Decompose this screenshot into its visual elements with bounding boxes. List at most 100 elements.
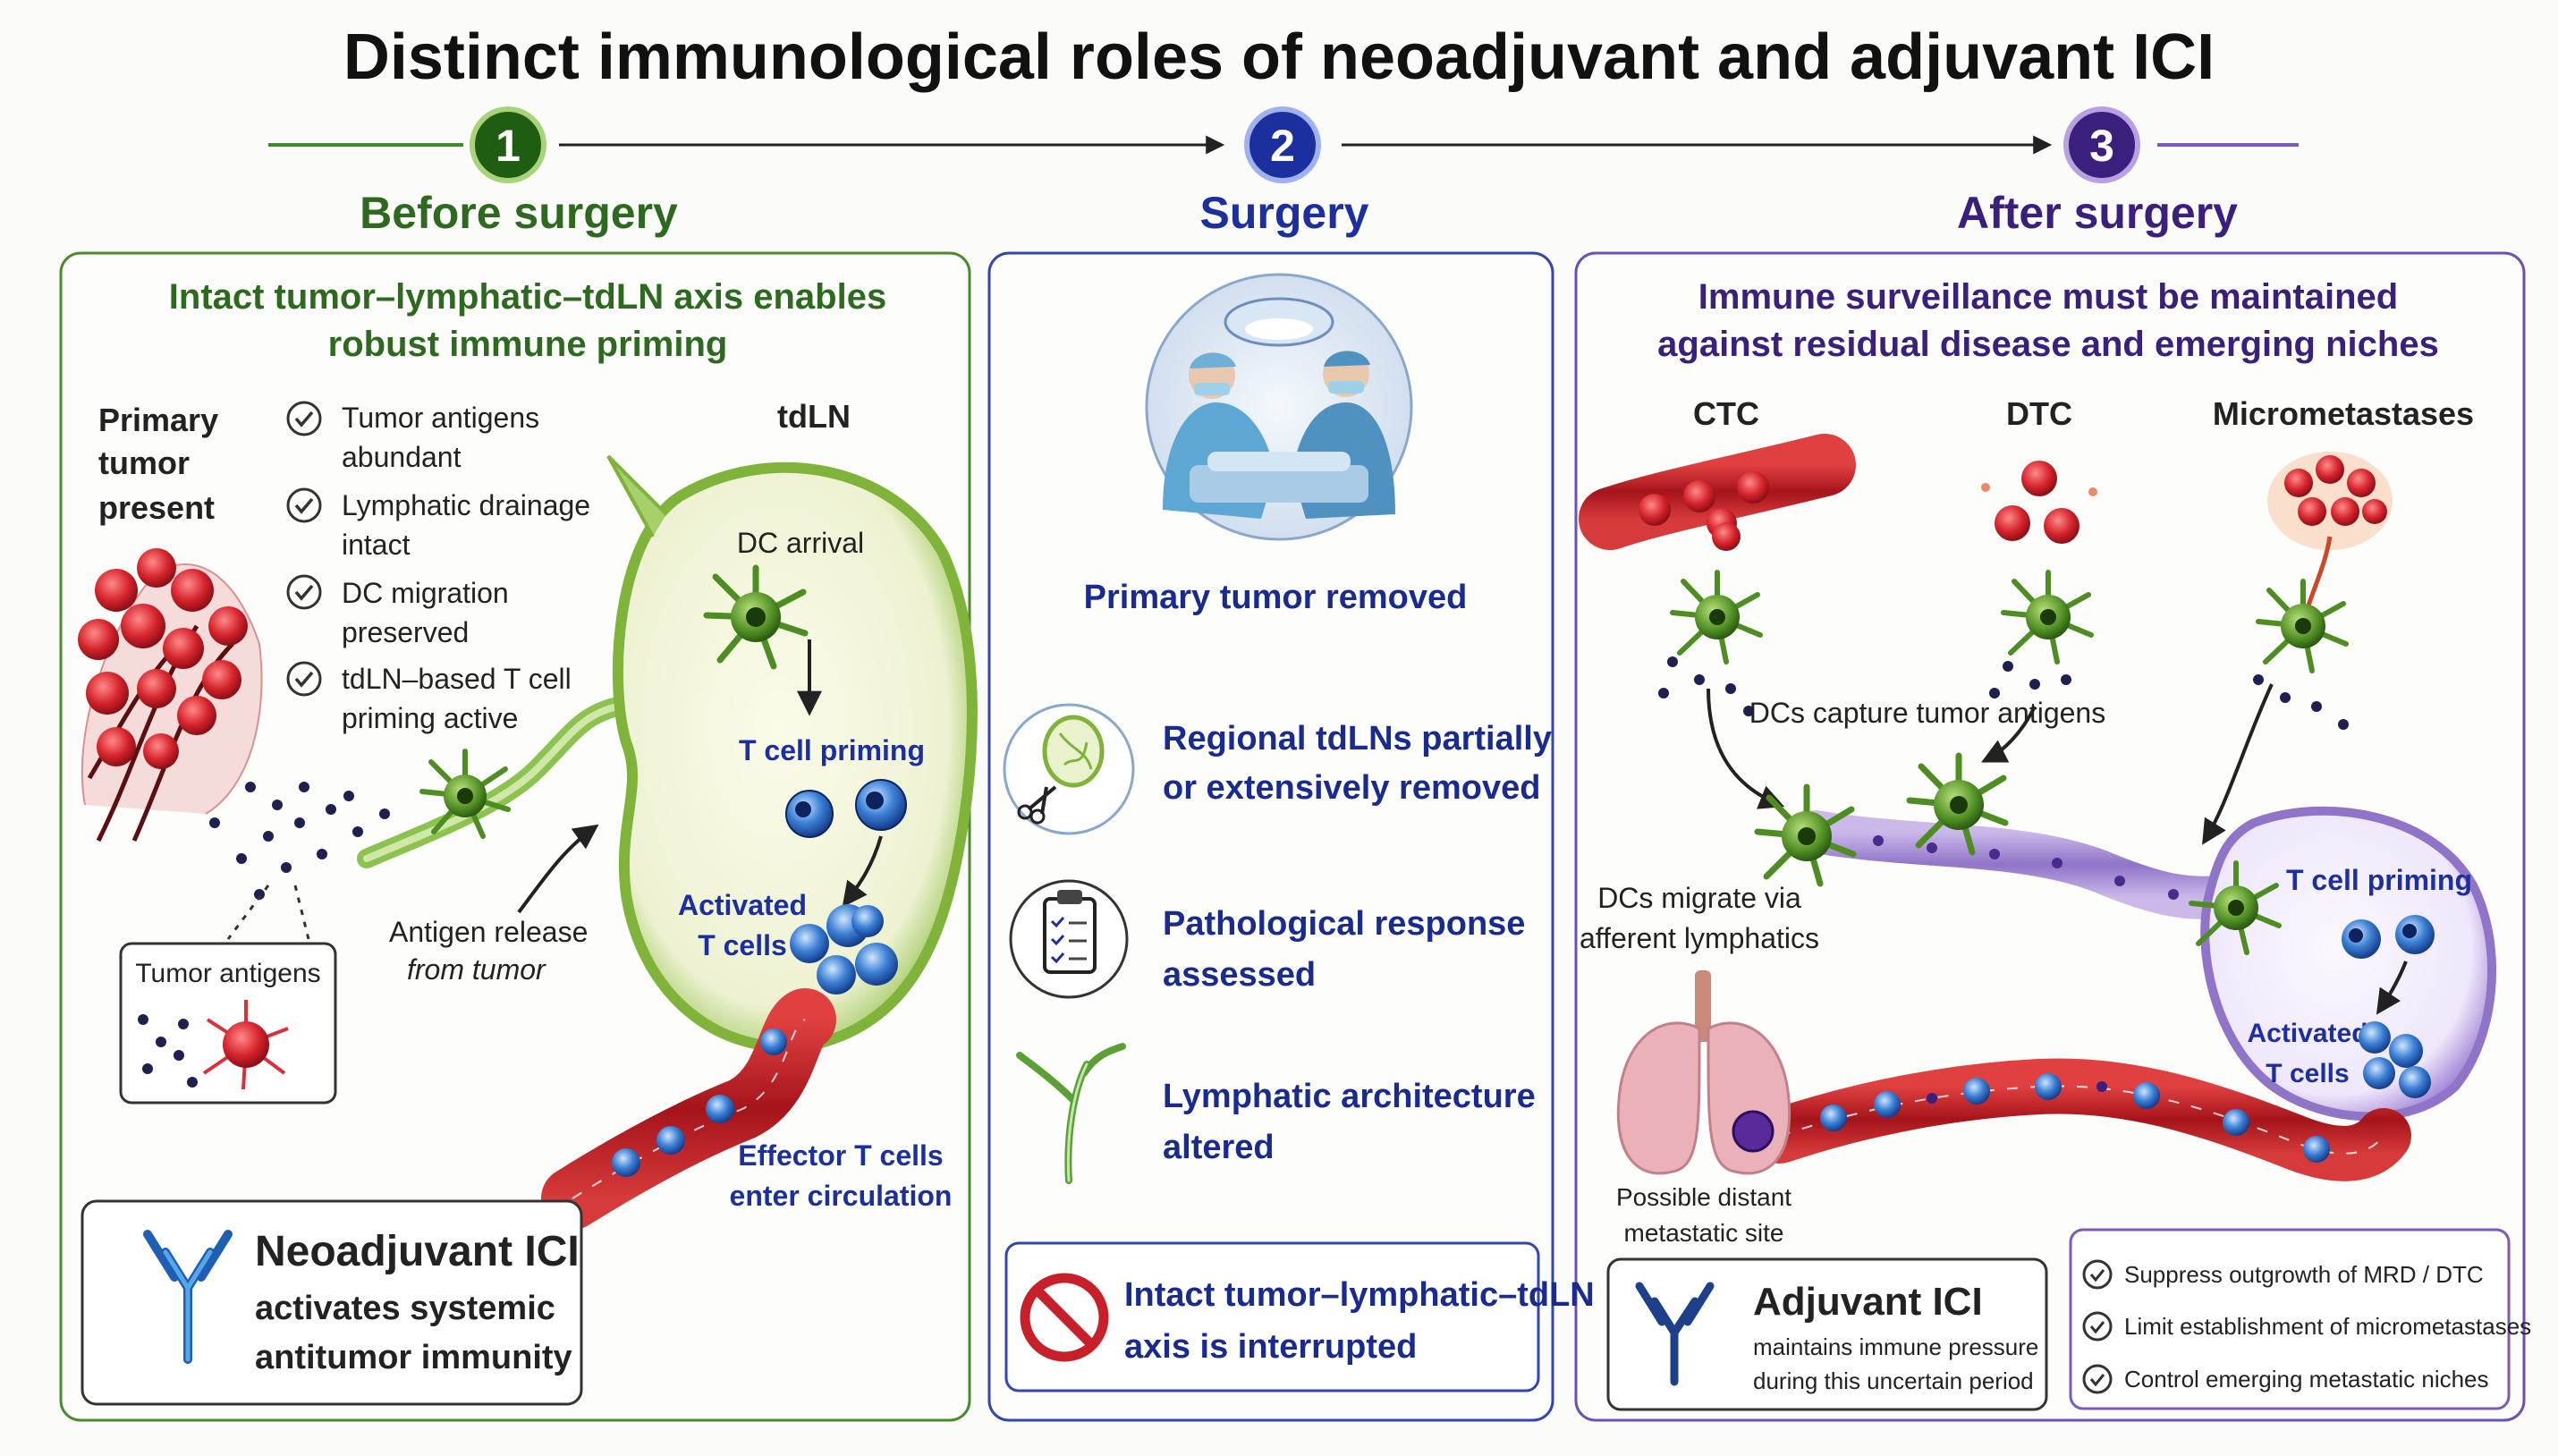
dendritic-cell-icon bbox=[1670, 570, 1763, 665]
check-icon bbox=[2082, 1311, 2113, 1342]
panel-3-heading-line1: Immune surveillance must be maintained bbox=[1698, 277, 2398, 317]
distant-site-label-2: metastatic site bbox=[1624, 1219, 1784, 1247]
surgery-item-3-line1: Lymphatic architecture bbox=[1163, 1078, 1536, 1115]
clipboard-icon bbox=[1043, 890, 1097, 974]
adjuvant-ici-desc-2: during this uncertain period bbox=[1753, 1367, 2034, 1394]
check-item-2-line1: Lymphatic drainage bbox=[342, 489, 590, 521]
step-timeline: 1 2 3 Before surgery Surgery After surge… bbox=[268, 106, 2299, 238]
activated-t-cell-cluster bbox=[790, 904, 898, 995]
check-icon bbox=[286, 574, 322, 610]
surgery-item-1: Regional tdLNs partially or extensively … bbox=[1003, 703, 1552, 835]
dendritic-cell-icon bbox=[703, 564, 809, 670]
primary-tumor-label-1: Primary bbox=[98, 402, 218, 438]
check-icon bbox=[2082, 1364, 2113, 1394]
primary-tumor-illustration bbox=[78, 548, 263, 842]
dendritic-cell-icon bbox=[419, 749, 511, 839]
adjuvant-ici-box: Adjuvant ICI maintains immune pressure d… bbox=[1606, 1257, 2048, 1411]
tumor-antigens-box-label: Tumor antigens bbox=[135, 959, 320, 988]
svg-text:3: 3 bbox=[2089, 121, 2114, 171]
ctc-blood-vessel bbox=[1579, 434, 1856, 551]
adjuvant-checklist-box: Suppress outgrowth of MRD / DTC Limit es… bbox=[2069, 1228, 2531, 1410]
panel-1-content: Intact tumor–lymphatic–tdLN axis enables… bbox=[78, 277, 978, 1406]
t-cell-icon bbox=[855, 779, 907, 831]
check-item-4-line1: tdLN–based T cell bbox=[342, 663, 572, 695]
axis-interrupted-box: Intact tumor–lymphatic–tdLN axis is inte… bbox=[1004, 1241, 1595, 1393]
step-3-badge: 3 bbox=[2063, 106, 2140, 183]
t-cell-priming-label: T cell priming bbox=[739, 734, 925, 766]
efferent-blood-vessel bbox=[541, 988, 836, 1230]
neoadjuvant-ici-desc-2: antitumor immunity bbox=[255, 1339, 572, 1376]
panel-3-heading-line2: against residual disease and emerging ni… bbox=[1657, 325, 2439, 364]
surgery-illustration bbox=[1145, 273, 1413, 541]
page-title: Distinct immunological roles of neoadjuv… bbox=[343, 21, 2215, 93]
adjuvant-check-1: Suppress outgrowth of MRD / DTC bbox=[2124, 1261, 2484, 1288]
panel-1-heading-line2: robust immune priming bbox=[328, 325, 728, 364]
panel-3-content: Immune surveillance must be maintained a… bbox=[1579, 277, 2531, 1411]
checklist-before-surgery: Tumor antigens abundant Lymphatic draina… bbox=[286, 401, 590, 734]
afferent-lymphatic-purple bbox=[1794, 810, 2257, 919]
step-2-label: Surgery bbox=[1200, 188, 1369, 238]
adjuvant-ici-desc-1: maintains immune pressure bbox=[1753, 1333, 2038, 1360]
neoadjuvant-ici-title: Neoadjuvant ICI bbox=[255, 1228, 580, 1275]
dtc-cells bbox=[1981, 461, 2097, 544]
adjuvant-check-3: Control emerging metastatic niches bbox=[2124, 1366, 2489, 1393]
t-cell-icon bbox=[785, 790, 834, 838]
activated-t-cells-label-4: T cells bbox=[2266, 1059, 2349, 1088]
check-item-3-line2: preserved bbox=[342, 616, 469, 648]
tumor-antigens-box: Tumor antigens bbox=[119, 942, 337, 1105]
check-icon bbox=[286, 401, 322, 436]
check-item-4-line2: priming active bbox=[342, 702, 518, 734]
surgery-item-3: Lymphatic architecture altered bbox=[1016, 1043, 1536, 1184]
check-icon bbox=[2082, 1259, 2113, 1290]
effector-t-cells-label-2: enter circulation bbox=[730, 1180, 953, 1212]
surgery-item-2-line2: assessed bbox=[1163, 956, 1316, 994]
tumor-cell-icon bbox=[202, 1000, 289, 1090]
dendritic-cell-icon bbox=[2189, 860, 2282, 955]
dendritic-cell-icon bbox=[2256, 579, 2349, 673]
panel-surgery bbox=[987, 251, 1554, 1422]
axis-interrupted-line2: axis is interrupted bbox=[1124, 1328, 1417, 1366]
dendritic-cell-icon bbox=[1754, 783, 1857, 887]
axis-interrupted-line1: Intact tumor–lymphatic–tdLN bbox=[1124, 1276, 1595, 1314]
activated-t-cells-label-3: Activated bbox=[2247, 1019, 2367, 1048]
dcs-migrate-label-1: DCs migrate via bbox=[1597, 882, 1801, 914]
ctc-label: CTC bbox=[1693, 395, 1759, 432]
antibody-icon-bright bbox=[163, 1249, 213, 1362]
dc-arrival-label: DC arrival bbox=[737, 527, 864, 559]
check-icon bbox=[286, 487, 322, 523]
micrometastasis-cluster bbox=[2267, 452, 2393, 609]
step-1-badge: 1 bbox=[470, 106, 546, 183]
lymph-node-scissors-icon bbox=[1017, 715, 1105, 825]
activated-t-cell-cluster bbox=[2359, 1021, 2431, 1098]
from-tumor-label: from tumor bbox=[407, 953, 546, 986]
systemic-blood-vessel bbox=[1752, 1058, 2411, 1181]
t-cell-icon bbox=[2342, 919, 2381, 959]
step-2-badge: 2 bbox=[1244, 106, 1321, 183]
t-cell-priming-label-2: T cell priming bbox=[2286, 864, 2472, 896]
distant-site-label-1: Possible distant bbox=[1616, 1183, 1791, 1211]
primary-tumor-label-2: tumor bbox=[98, 444, 190, 481]
svg-text:2: 2 bbox=[1270, 121, 1295, 171]
effector-t-cells-label-1: Effector T cells bbox=[738, 1139, 943, 1172]
adjuvant-check-2: Limit establishment of micrometastases bbox=[2124, 1313, 2531, 1340]
lungs-icon bbox=[1616, 970, 1791, 1175]
surgery-item-2: Pathological response assessed bbox=[1009, 879, 1525, 999]
surgery-item-2-line1: Pathological response bbox=[1163, 905, 1525, 943]
check-icon bbox=[286, 661, 322, 697]
dtc-label: DTC bbox=[2006, 395, 2072, 432]
check-item-2-line2: intact bbox=[342, 529, 411, 561]
surgery-item-1-line2: or extensively removed bbox=[1163, 769, 1540, 807]
dendritic-cell-icon bbox=[1906, 752, 2009, 856]
panel-1-heading-line1: Intact tumor–lymphatic–tdLN axis enables bbox=[169, 277, 886, 317]
t-cell-icon bbox=[2395, 915, 2435, 954]
check-item-1-line2: abundant bbox=[342, 441, 462, 473]
neoadjuvant-ici-desc-1: activates systemic bbox=[255, 1290, 555, 1327]
prohibited-icon bbox=[1020, 1273, 1109, 1362]
check-item-3-line1: DC migration bbox=[342, 577, 509, 609]
step-3-label: After surgery bbox=[1957, 188, 2238, 238]
dcs-capture-label: DCs capture tumor antigens bbox=[1749, 697, 2105, 729]
surgery-item-3-line2: altered bbox=[1163, 1129, 1275, 1166]
dendritic-cell-icon bbox=[2001, 570, 2094, 665]
check-item-1-line1: Tumor antigens bbox=[342, 402, 539, 434]
